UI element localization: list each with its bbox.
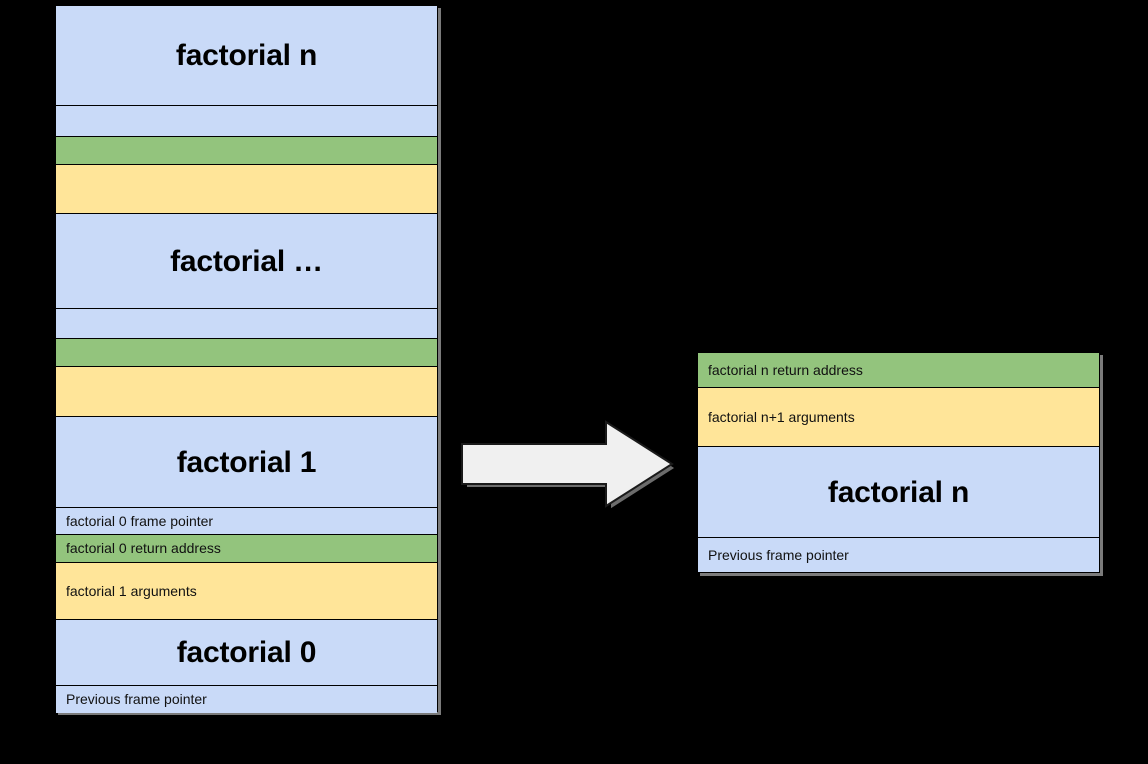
stack-row-title: factorial n [827, 475, 970, 509]
stack-row-label: factorial n+1 arguments [708, 408, 855, 425]
stack-row: factorial n [698, 447, 1099, 538]
stack-row [56, 309, 437, 339]
stack-row [56, 137, 437, 165]
stack-row: factorial n return address [698, 353, 1099, 388]
stack-row: factorial 1 arguments [56, 563, 437, 620]
stack-row-title: factorial 0 [176, 636, 317, 669]
stack-row: factorial 0 frame pointer [56, 508, 437, 535]
stack-row: factorial 0 [56, 620, 437, 686]
stack-row-title: factorial n [175, 39, 318, 72]
recursive-call-stack-diagram: factorial n factorial … factorial 1 factori… [55, 5, 438, 713]
stack-row-label: factorial 1 arguments [66, 582, 197, 599]
stack-row: factorial n [56, 6, 437, 106]
stack-row-label: Previous frame pointer [66, 691, 207, 708]
stack-row-label: factorial 0 return address [66, 540, 221, 557]
stack-row: factorial 1 [56, 417, 437, 508]
stack-row-label: Previous frame pointer [708, 546, 849, 563]
stack-row: Previous frame pointer [56, 686, 437, 713]
stack-row-label: factorial 0 frame pointer [66, 512, 214, 529]
stack-row-label: factorial n return address [708, 361, 863, 378]
right-arrow-icon [461, 420, 676, 510]
stack-frame-detail-diagram: factorial n return address factorial n+1 … [697, 352, 1100, 573]
stack-row [56, 367, 437, 417]
right-arrow-shape [461, 420, 674, 508]
stack-row [56, 165, 437, 214]
right-arrow [458, 418, 676, 510]
stack-row-title: factorial 1 [176, 445, 317, 479]
stack-row [56, 339, 437, 367]
stack-row-title: factorial … [170, 244, 323, 278]
stack-row: factorial 0 return address [56, 535, 437, 563]
stack-row: factorial … [56, 214, 437, 309]
stack-row: factorial n+1 arguments [698, 388, 1099, 447]
stack-row [56, 106, 437, 137]
stack-row: Previous frame pointer [698, 538, 1099, 572]
